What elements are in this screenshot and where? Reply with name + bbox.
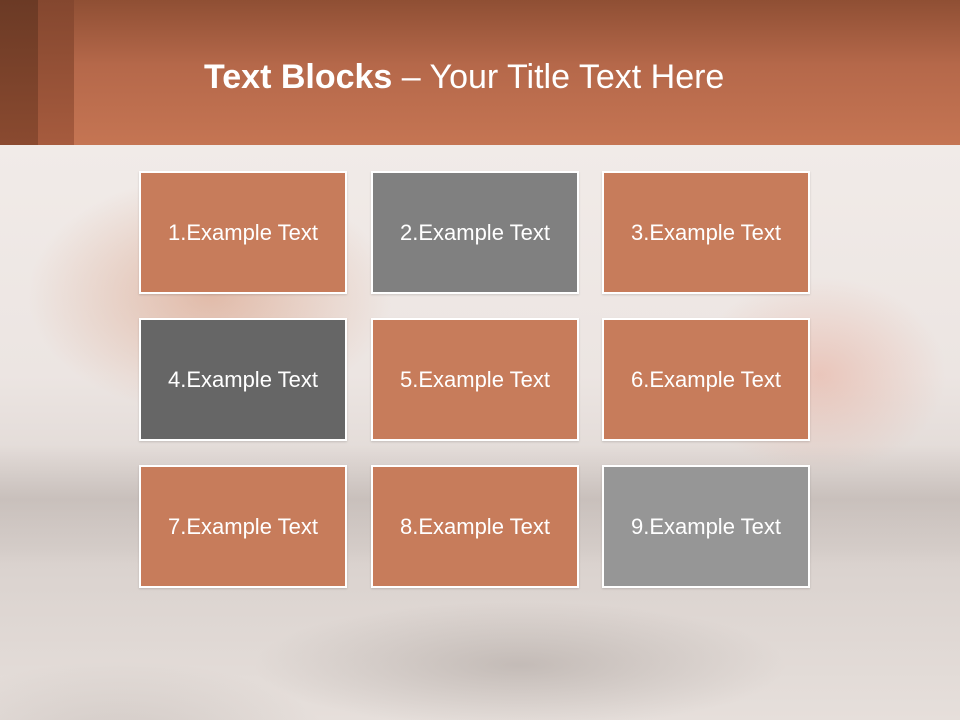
header-accent-strip-mid [38,0,74,145]
header-band: Text Blocks – Your Title Text Here [0,0,960,145]
text-block-7[interactable]: 7.Example Text [139,465,347,588]
text-block-9[interactable]: 9.Example Text [602,465,810,588]
title-bold-part: Text Blocks [204,58,393,96]
title-separator: – [392,58,430,96]
text-block-6[interactable]: 6.Example Text [602,318,810,441]
slide-title[interactable]: Text Blocks – Your Title Text Here [204,55,724,99]
text-block-4[interactable]: 4.Example Text [139,318,347,441]
text-block-3[interactable]: 3.Example Text [602,171,810,294]
text-block-5[interactable]: 5.Example Text [371,318,579,441]
header-accent-strip-dark [0,0,38,145]
text-block-2[interactable]: 2.Example Text [371,171,579,294]
title-rest: Your Title Text Here [429,58,725,96]
text-block-8[interactable]: 8.Example Text [371,465,579,588]
text-block-1[interactable]: 1.Example Text [139,171,347,294]
